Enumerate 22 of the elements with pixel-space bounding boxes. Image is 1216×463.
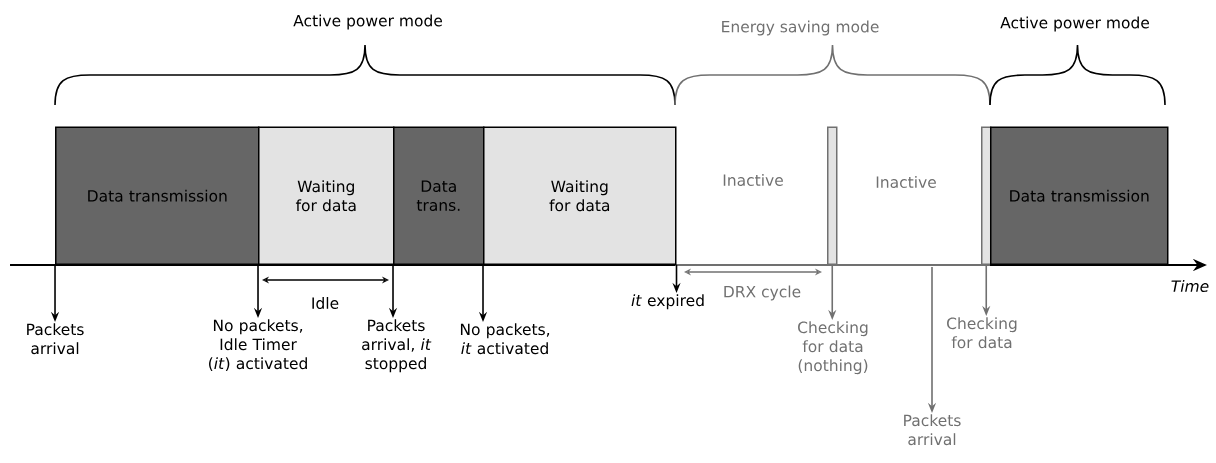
state-label: Inactive bbox=[876, 176, 936, 188]
process-box: Data trans. bbox=[393, 126, 485, 265]
event-label: it expired bbox=[631, 294, 704, 310]
event-label: Packets arrival bbox=[904, 414, 961, 446]
dimension-label: Idle bbox=[312, 297, 339, 309]
event-label: No packets, Idle Timer (it) activated bbox=[209, 319, 307, 371]
process-box: Data transmission bbox=[990, 126, 1169, 265]
process-box: Data transmission bbox=[55, 126, 260, 265]
process-box: Waiting for data bbox=[483, 126, 677, 265]
mode-label: Active power mode bbox=[1000, 16, 1149, 32]
event-label: Checking for data bbox=[947, 317, 1017, 349]
axis-label: Time bbox=[1171, 280, 1209, 292]
event-label: Packets arrival bbox=[27, 323, 84, 355]
event-label: Packets arrival, it stopped bbox=[362, 319, 432, 373]
state-label: Inactive bbox=[723, 174, 783, 186]
mode-label: Active power mode bbox=[293, 14, 442, 30]
event-label: Checking for data (nothing) bbox=[798, 321, 868, 375]
checking-slot-bar bbox=[827, 126, 838, 265]
event-label: No packets, it activated bbox=[460, 323, 550, 355]
process-box: Waiting for data bbox=[258, 126, 395, 265]
dimension-label: DRX cycle bbox=[724, 285, 801, 301]
mode-label: Energy saving mode bbox=[722, 20, 879, 36]
